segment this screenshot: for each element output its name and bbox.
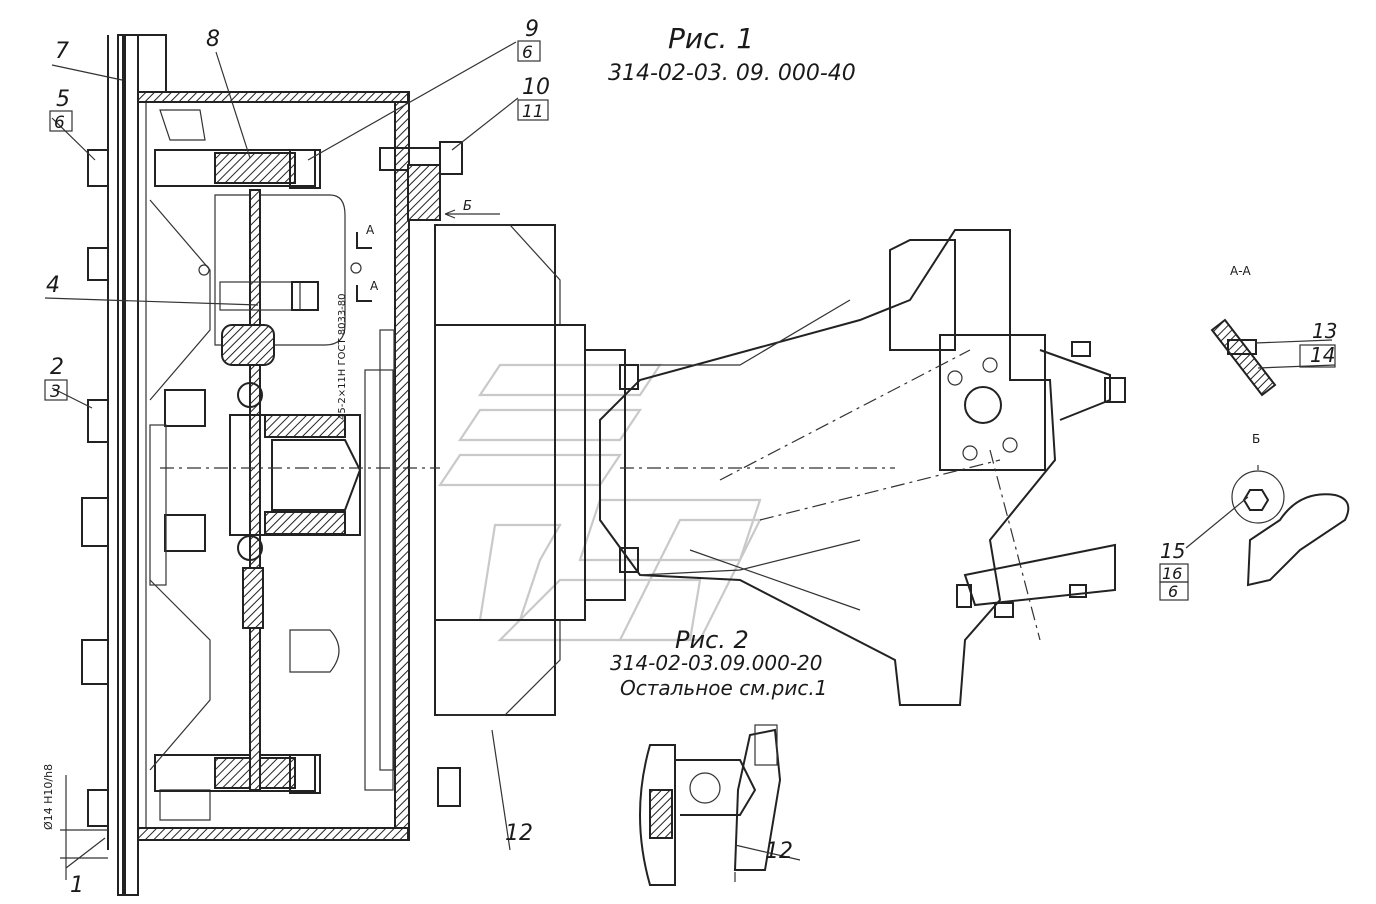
callout-12: 12 — [505, 821, 533, 846]
plate-bolts — [81, 149, 109, 827]
callout-10: 10 — [522, 75, 550, 100]
callout-5-box: 6 — [54, 113, 65, 133]
fig2-code: 314-02-03.09.000-20 — [610, 651, 823, 675]
view-b-detail — [1231, 465, 1350, 587]
callout-15: 15 — [1160, 539, 1185, 563]
callout-1: 1 — [70, 873, 84, 898]
cut-a-top-label: А — [366, 223, 375, 237]
callout-5: 5 — [56, 87, 70, 112]
callout-12-fig2: 12 — [765, 839, 793, 864]
callout-7: 7 — [55, 39, 69, 64]
housing-inner — [149, 199, 395, 791]
callout-16: 16 — [1162, 564, 1182, 583]
dimension-lines — [60, 775, 108, 880]
fig2-note: Остальное см.рис.1 — [620, 676, 827, 700]
studs — [154, 149, 321, 794]
callout-13: 13 — [1312, 319, 1337, 343]
callout-4: 4 — [46, 273, 60, 298]
callout-8: 8 — [206, 27, 220, 52]
fig1-code: 314-02-03. 09. 000-40 — [608, 61, 856, 86]
section-marks — [198, 209, 500, 302]
section-aa-label: А-А — [1230, 264, 1252, 278]
callout-2: 2 — [50, 355, 64, 380]
gearbox-body — [599, 229, 1126, 706]
callout-14: 14 — [1310, 343, 1335, 367]
flange-assembly — [160, 141, 626, 807]
clutch-disc — [214, 189, 362, 791]
callout-frames — [44, 40, 1336, 601]
material-note: 45-2×11Н ГОСТ 8033-80 — [337, 293, 348, 420]
callout-10-box: 11 — [522, 102, 544, 122]
cut-a-bottom-label: А — [370, 279, 379, 293]
section-aa-detail — [1210, 318, 1277, 397]
callout-2-box: 3 — [50, 382, 61, 402]
callout-9-box: 6 — [522, 43, 533, 63]
callout-9: 9 — [525, 17, 539, 42]
fig2-title: Рис. 2 — [675, 626, 749, 654]
figure-2-detail — [639, 724, 782, 886]
leader-lines — [44, 41, 1336, 869]
watermark-logo — [437, 363, 762, 642]
dimension-label: Ø14 Н10/h8 — [42, 764, 55, 830]
housing — [137, 91, 410, 841]
fig1-title: Рис. 1 — [668, 22, 754, 55]
callout-16-sub: 6 — [1168, 582, 1178, 601]
view-b-label: Б — [1252, 432, 1260, 446]
arrow-b-label: Б — [463, 199, 472, 214]
